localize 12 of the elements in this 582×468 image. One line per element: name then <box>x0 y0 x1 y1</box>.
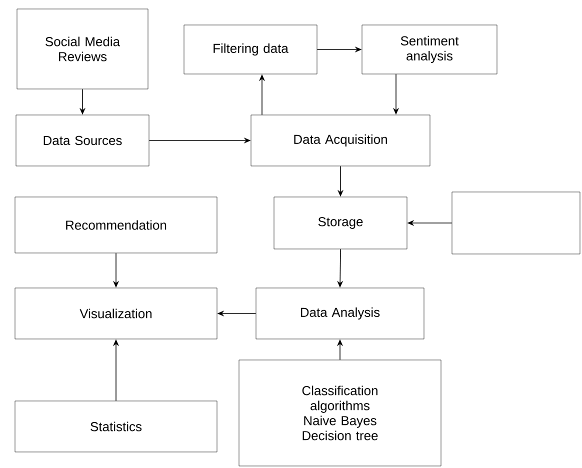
process-box: Classification algorithms Naive Bayes Decision tree <box>238 360 442 466</box>
process-box: Data Sources <box>16 114 150 166</box>
process-box: Statistics <box>14 400 218 452</box>
process-box: Recommendation <box>14 196 218 254</box>
process-box: Storage <box>274 196 408 250</box>
process-box: Sentiment analysis <box>362 24 498 74</box>
process-box: Filtering data <box>184 24 318 74</box>
empty-box <box>452 192 580 254</box>
process-box: Social Media Reviews <box>16 8 148 90</box>
process-box: Visualization <box>14 288 218 340</box>
process-box: Data Analysis <box>256 288 424 340</box>
process-box: Data Acquisition <box>250 114 430 166</box>
